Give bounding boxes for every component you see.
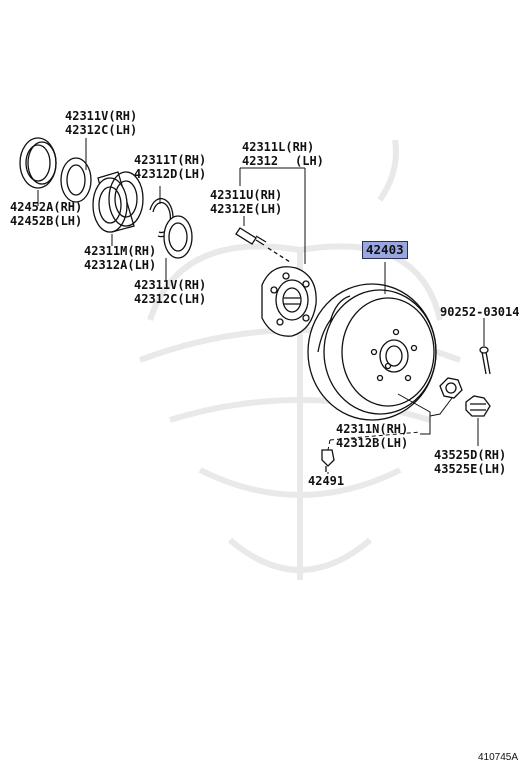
label-inner-seal-lh: 42312C(LH) xyxy=(134,292,207,306)
label-bearing-lh: 42312A(LH) xyxy=(84,258,157,272)
outer-seal-part xyxy=(60,157,92,203)
label-seal-ring-lh: 42452B(LH) xyxy=(10,214,83,228)
label-brake-drum-highlighted[interactable]: 42403 xyxy=(362,241,408,259)
brake-drum-part xyxy=(307,283,437,421)
cotter-pin-part xyxy=(479,346,491,375)
label-nut-cap-rh: 43525D(RH) xyxy=(434,448,507,462)
label-hub-nut-lh: 42312B(LH) xyxy=(336,436,409,450)
label-snap-ring-rh: 42311T(RH) xyxy=(134,153,207,167)
label-hub-nut-rh: 42311N(RH) xyxy=(336,422,409,436)
bearing-part xyxy=(92,171,144,233)
label-bearing-rh: 42311M(RH) xyxy=(84,244,157,258)
label-cotter-pin: 90252-03014 xyxy=(440,305,520,319)
label-nut-cap-lh: 43525E(LH) xyxy=(434,462,507,476)
label-plug: 42491 xyxy=(308,474,345,488)
label-inner-seal-rh: 42311V(RH) xyxy=(134,278,207,292)
hub-nut-part xyxy=(439,377,463,399)
label-seal-ring-rh: 42452A(RH) xyxy=(10,200,83,214)
label-hub-bolt-rh: 42311U(RH) xyxy=(210,188,283,202)
axle-hub-part xyxy=(261,266,317,337)
label-snap-ring-lh: 42312D(LH) xyxy=(134,167,207,181)
seal-ring-part xyxy=(19,137,57,189)
label-outer-seal-lh: 42312C(LH) xyxy=(65,123,138,137)
figure-number: 410745A xyxy=(478,752,519,763)
label-hub-lh: 42312 xyxy=(242,154,279,168)
hub-bolt-part xyxy=(235,227,291,263)
label-hub-lh-suffix: (LH) xyxy=(295,154,324,168)
plug-part xyxy=(321,449,335,472)
label-hub-bolt-lh: 42312E(LH) xyxy=(210,202,283,216)
label-hub-rh: 42311L(RH) xyxy=(242,140,315,154)
nut-cap-part xyxy=(465,395,491,417)
inner-seal-part xyxy=(163,215,193,259)
leader-lines xyxy=(37,138,485,474)
label-outer-seal-rh: 42311V(RH) xyxy=(65,109,138,123)
